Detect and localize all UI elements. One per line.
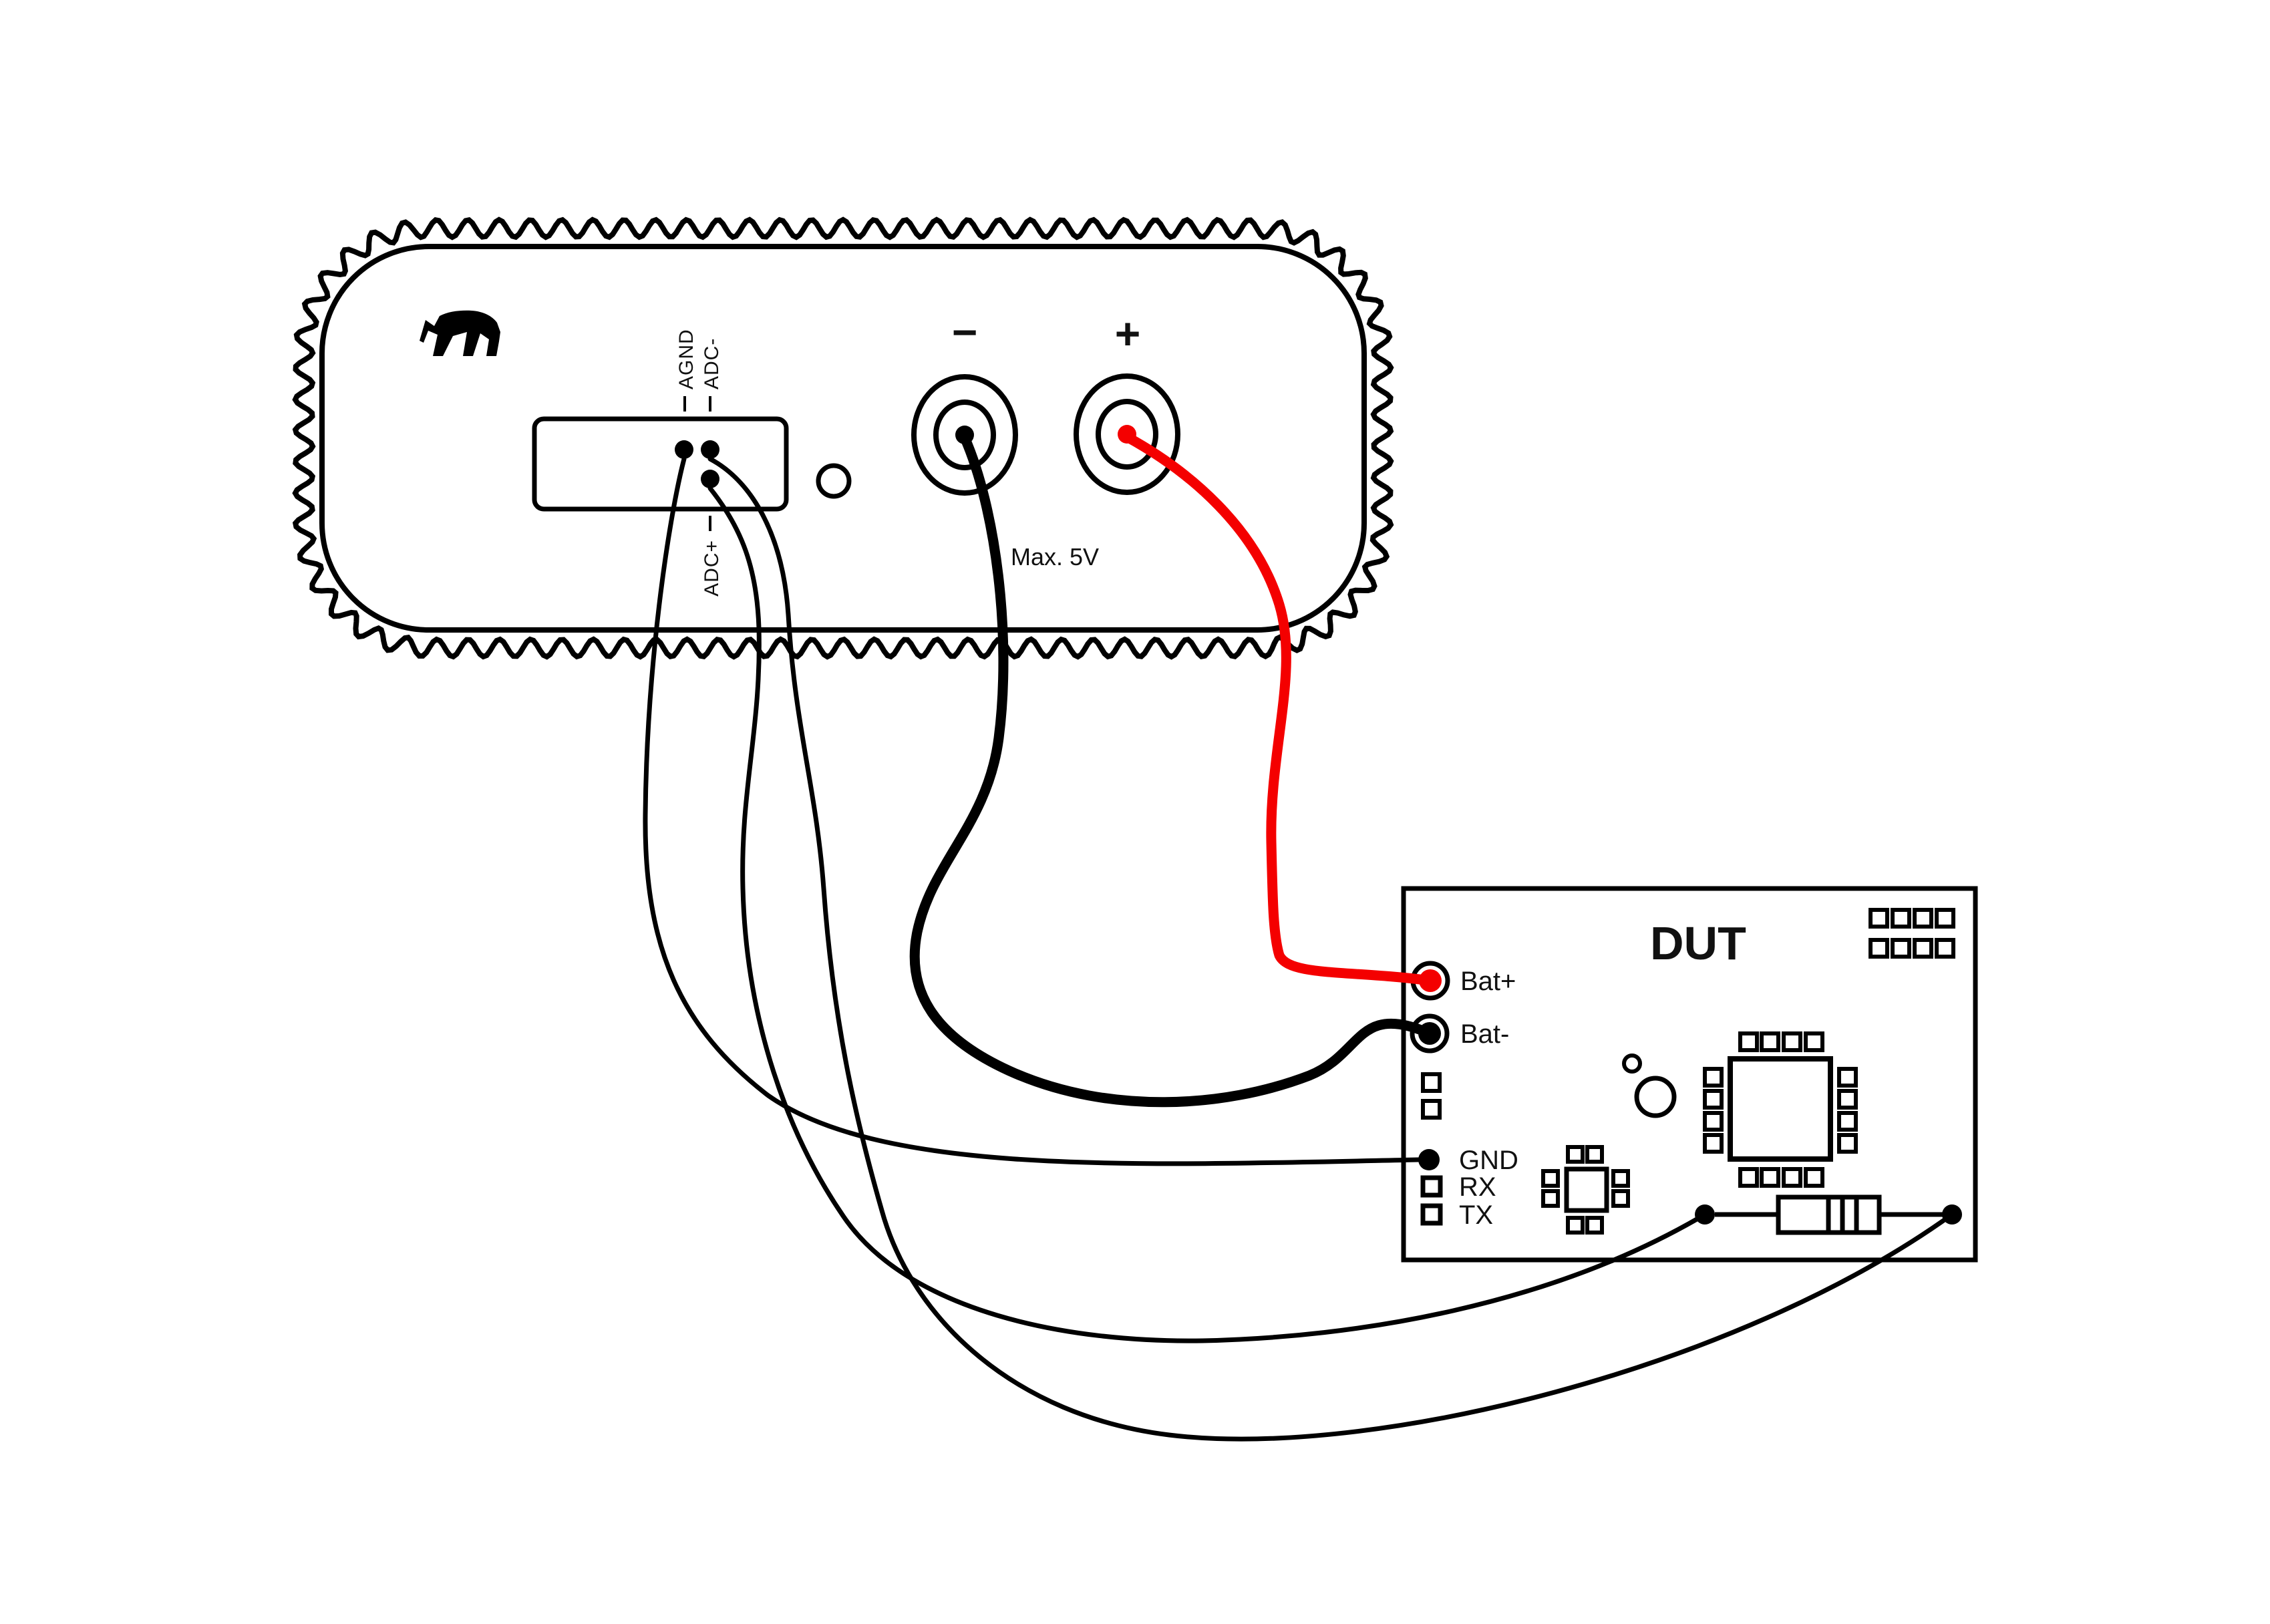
gnd-label: GND [1459, 1146, 1518, 1175]
pad-square [1760, 1167, 1780, 1188]
resistor-terminal-right [1942, 1204, 1962, 1225]
pad-square [1703, 1089, 1724, 1110]
pad-square [1782, 1031, 1802, 1052]
pad-square [1804, 1031, 1824, 1052]
pin-agnd [675, 440, 693, 459]
pad-square [1585, 1145, 1604, 1164]
wire-negative [909, 432, 1435, 1108]
wire-positive [1122, 432, 1436, 986]
pad-bat-minus-dot [1418, 1022, 1441, 1045]
pad-square [1869, 908, 1889, 929]
pad-square [1566, 1216, 1585, 1235]
pad-square [1703, 1111, 1724, 1132]
terminal-positive-label: + [1115, 309, 1141, 358]
pad-square [1611, 1169, 1630, 1188]
bat-plus-label: Bat+ [1460, 967, 1516, 996]
pad-square [1804, 1167, 1824, 1188]
dut-title: DUT [1650, 917, 1746, 969]
pad-square [1837, 1089, 1858, 1110]
pad-square [1566, 1145, 1585, 1164]
pad-square [1541, 1169, 1560, 1188]
rx-label: RX [1459, 1172, 1496, 1202]
rx-pad [1420, 1175, 1443, 1198]
adc-minus-label: ADC- [701, 338, 723, 389]
pad-square [1837, 1133, 1858, 1154]
adc-plus-label: ADC+ [701, 540, 723, 597]
header-pads [1869, 908, 1955, 959]
pad-square [1837, 1067, 1858, 1088]
terminal-negative-label: − [952, 307, 978, 357]
bear-logo-icon [420, 310, 500, 356]
resistor-terminal-left [1695, 1204, 1715, 1225]
terminal-negative-dot [955, 426, 974, 444]
device-wavy-border [292, 216, 1394, 660]
pad-square [1837, 1111, 1858, 1132]
pad-square [1703, 1067, 1724, 1088]
bat-minus-label: Bat- [1460, 1019, 1509, 1049]
pad-square [1869, 938, 1889, 959]
pin-adc-plus [701, 470, 719, 488]
pad-square [1703, 1133, 1724, 1154]
pad-square [1891, 908, 1911, 929]
tx-label: TX [1459, 1200, 1493, 1230]
wire-agnd-to-gnd [643, 456, 1421, 1166]
max-voltage-note: Max. 5V [1011, 543, 1099, 571]
ic-pads [1703, 1031, 1858, 1188]
pad-square [1891, 938, 1911, 959]
tx-pad [1420, 1203, 1443, 1226]
wire-adc-plus-to-resistor [707, 486, 1708, 1343]
pad-bat-plus-dot [1419, 969, 1442, 992]
pad-square [1421, 1099, 1442, 1120]
pad-square [1913, 938, 1933, 959]
via-hole-large [1634, 1076, 1677, 1118]
pad-square [1935, 908, 1955, 929]
device-body [319, 244, 1367, 633]
pad-square [1738, 1167, 1759, 1188]
crystal-component [1541, 1145, 1630, 1235]
ic-chip [1703, 1031, 1858, 1188]
pad-square [1913, 908, 1933, 929]
pad-square [1738, 1031, 1759, 1052]
power-analyzer-device: AGND ADC- ADC+ − + Max. 5V [292, 216, 1394, 660]
pad-square [1421, 1072, 1442, 1093]
expansion-port-outline [532, 416, 789, 512]
aux-pads [1421, 1072, 1442, 1120]
pin-adc-minus [701, 440, 719, 459]
via-hole-small [1622, 1053, 1642, 1074]
pad-square [1760, 1031, 1780, 1052]
pad-square [1611, 1189, 1630, 1208]
expansion-port [532, 416, 789, 512]
pad-square [1782, 1167, 1802, 1188]
dut-board: DUT Bat+ Bat- GND RX TX [1401, 886, 1978, 1263]
wire-adc-minus-to-resistor [707, 456, 1955, 1442]
gnd-pad-dot [1418, 1149, 1440, 1170]
terminal-positive-dot [1118, 425, 1136, 444]
pad-square [1585, 1216, 1604, 1235]
agnd-label: AGND [675, 329, 697, 389]
crystal-pads [1541, 1145, 1630, 1235]
pad-square [1541, 1189, 1560, 1208]
pad-square [1935, 938, 1955, 959]
resistor [1715, 1194, 1952, 1235]
led-indicator [816, 463, 852, 499]
